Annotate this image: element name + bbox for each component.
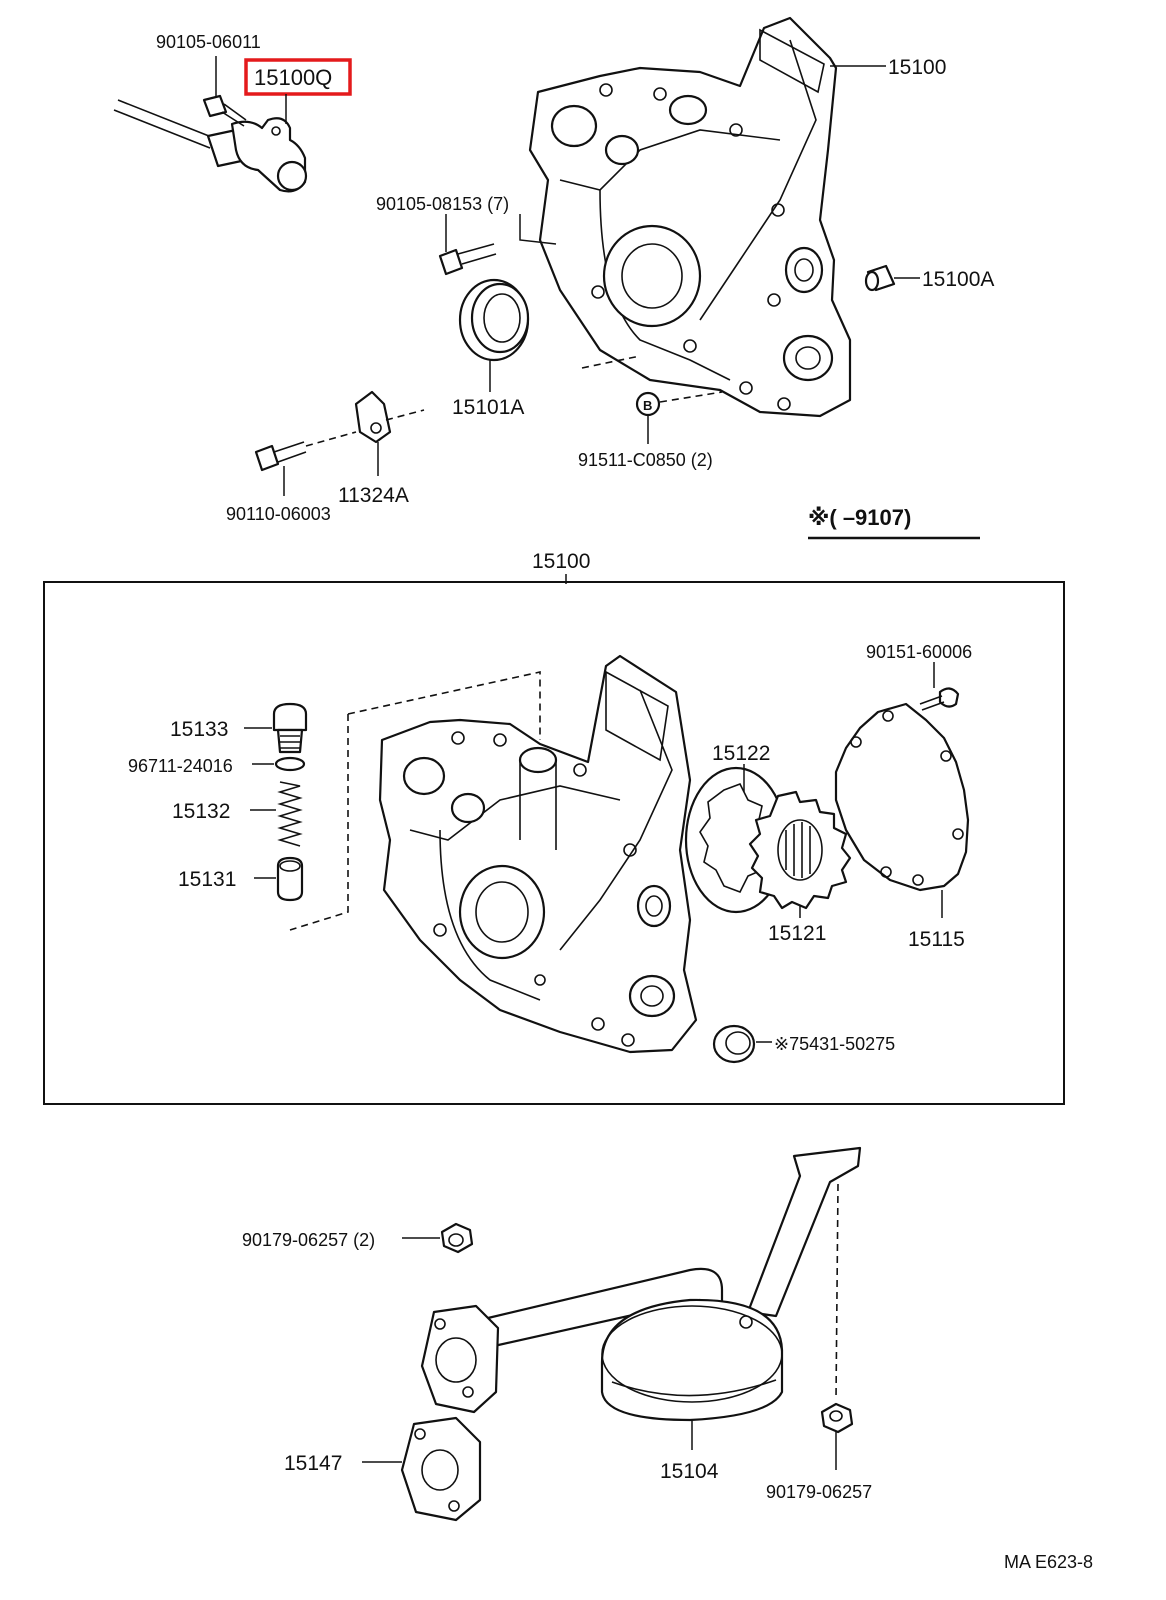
label-spring: 15132 [172,800,230,823]
label-nut-bottom: 90179-06257 [766,1482,872,1502]
drive-rotor [748,790,852,910]
label-pump-assembly: 15100 [532,550,590,573]
label-pin: 15100A [922,268,994,291]
strainer-nut [820,1402,854,1434]
label-drive-rotor: 15121 [768,922,826,945]
label-oil-seal: 15101A [452,396,524,419]
strainer-gasket [400,1416,482,1522]
label-driven-rotor: 15122 [712,742,770,765]
dowel-pin [864,264,896,292]
crank-position-sensor [113,99,308,193]
label-relief-valve: 15131 [178,868,236,891]
pump-bolt [438,243,497,276]
relief-spring [277,781,303,847]
cover-screw [919,687,960,711]
oil-seal [458,278,530,362]
label-bracket-bolt: 90110-06003 [226,504,331,524]
relief-plug [272,702,308,754]
bracket-bolt [254,441,307,472]
label-small-gasket: 96711-24016 [128,756,233,776]
label-sensor-bolt: 90105-06011 [156,32,261,52]
plug-b: B [635,391,661,417]
assembly-frame [43,581,1065,1105]
label-strainer-gasket: 15147 [284,1452,342,1475]
label-relief-plug: 15133 [170,718,228,741]
note-range: ※( –9107) [808,505,911,530]
diagram-code: MA E623-8 [1004,1552,1093,1572]
plug-b-letter: B [643,398,652,413]
small-oil-seal [712,1024,756,1064]
label-small-seal: ※75431-50275 [774,1034,895,1054]
oil-pump-body-middle [378,654,698,1054]
bracket [354,390,392,444]
relief-valve [276,856,304,902]
label-pump-bolt: 90105-08153 (7) [376,194,509,214]
label-nut-pair: 90179-06257 (2) [242,1230,375,1250]
oil-pump-body-top [528,16,852,418]
label-strainer: 15104 [660,1460,719,1483]
label-screw: 90151-60006 [866,642,972,662]
label-cover: 15115 [908,928,965,951]
strainer-nut-pair [440,1222,474,1254]
pump-cover [834,702,970,892]
sensor-bolt [202,94,247,127]
highlight-box [244,58,352,96]
label-plug: 91511-C0850 (2) [578,450,713,470]
label-bracket: 11324A [338,484,409,507]
label-sensor: 15100Q [254,65,332,90]
label-pump-top: 15100 [888,56,946,79]
small-gasket [274,756,306,772]
oil-strainer [420,1146,862,1422]
